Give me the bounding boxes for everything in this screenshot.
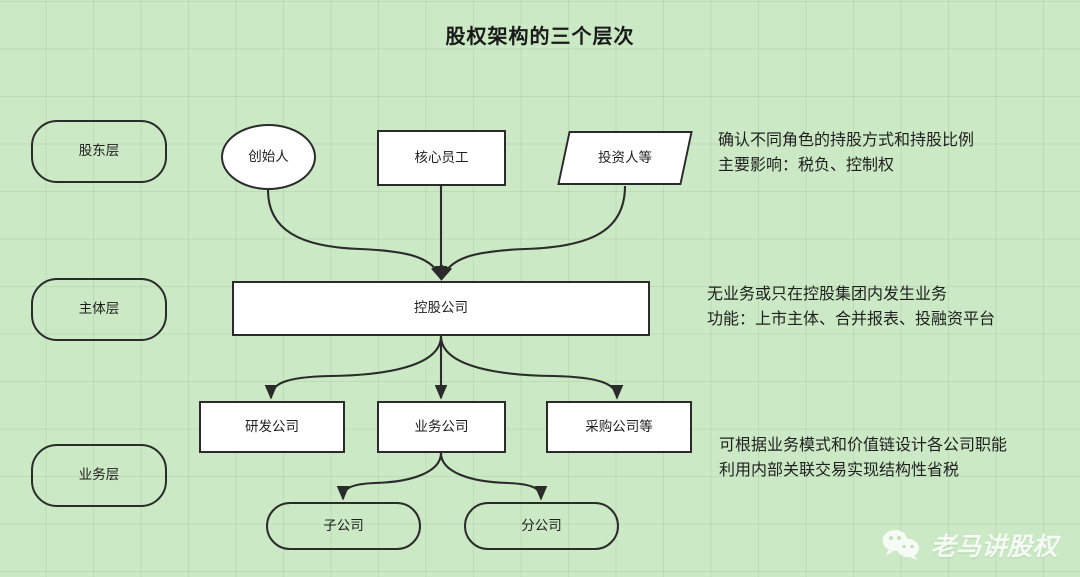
note-business: 可根据业务模式和价值链设计各公司职能 利用内部关联交易实现结构性省税: [719, 434, 1007, 484]
node-investor[interactable]: 投资人等: [557, 131, 693, 185]
layer-label-entity: 主体层: [78, 301, 120, 317]
edge-business-subsidiary: [336, 452, 443, 501]
node-purchasing-company[interactable]: 采购公司等: [546, 401, 692, 453]
edge-holding-rd: [264, 335, 443, 400]
watermark-text: 老马讲股权: [930, 532, 1058, 561]
node-founder[interactable]: 创始人: [221, 124, 316, 190]
edge-business-branch: [439, 452, 548, 501]
note-shareholder: 确认不同角色的持股方式和持股比例 主要影响：税负、控制权: [718, 129, 974, 179]
edge-founder-holding: [266, 189, 443, 281]
node-investor-label: 投资人等: [598, 149, 652, 165]
node-subsidiary-label: 子公司: [323, 517, 364, 533]
page-title: 股权架构的三个层次: [445, 26, 635, 48]
layer-pill-entity[interactable]: 主体层: [31, 278, 167, 341]
wechat-icon: [882, 530, 920, 561]
note-entity: 无业务或只在控股集团内发生业务 功能：上市主体、合并报表、投融资平台: [707, 283, 995, 333]
node-founder-label: 创始人: [248, 148, 289, 164]
note-entity-line1: 无业务或只在控股集团内发生业务: [707, 286, 948, 303]
note-shareholder-line1: 确认不同角色的持股方式和持股比例: [718, 132, 975, 149]
node-purchasing-company-label: 采购公司等: [585, 418, 653, 434]
note-business-line2: 利用内部关联交易实现结构性省税: [719, 461, 960, 479]
layer-label-shareholder: 股东层: [78, 143, 120, 159]
node-holding-company[interactable]: 控股公司: [232, 281, 650, 336]
edge-investor-holding: [440, 185, 627, 281]
note-shareholder-line2: 主要影响：税负、控制权: [718, 156, 895, 174]
node-rd-company[interactable]: 研发公司: [199, 401, 345, 453]
note-business-line1: 可根据业务模式和价值链设计各公司职能: [719, 437, 1008, 454]
layer-pill-shareholder[interactable]: 股东层: [31, 120, 167, 183]
node-business-company-label: 业务公司: [414, 418, 469, 434]
node-rd-company-label: 研发公司: [245, 418, 299, 434]
node-branch-label: 分公司: [521, 517, 562, 533]
node-business-company[interactable]: 业务公司: [377, 401, 506, 453]
note-entity-line2: 功能：上市主体、合并报表、投融资平台: [707, 310, 996, 328]
node-subsidiary[interactable]: 子公司: [266, 502, 421, 550]
layer-pill-business[interactable]: 业务层: [31, 444, 167, 507]
layer-label-business: 业务层: [78, 467, 120, 483]
node-core-employee-label: 核心员工: [414, 149, 469, 165]
node-core-employee[interactable]: 核心员工: [377, 130, 506, 186]
edge-holding-purchasing: [439, 335, 624, 400]
node-holding-company-label: 控股公司: [414, 300, 468, 316]
watermark: 老马讲股权: [881, 527, 1058, 563]
node-branch[interactable]: 分公司: [464, 502, 619, 550]
